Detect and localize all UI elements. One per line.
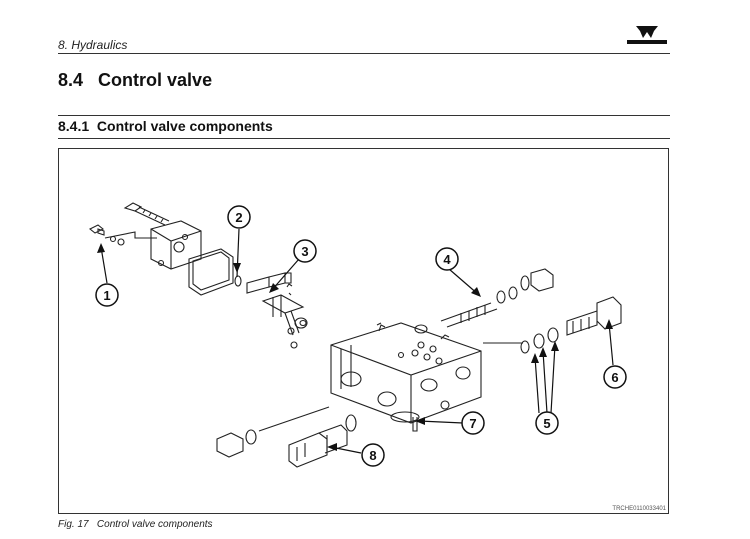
- subsection-title: Control valve components: [96, 118, 273, 134]
- callout-2: [227, 205, 251, 229]
- subsection-number: 8.4.1: [58, 118, 90, 134]
- section-heading: 8.4 Control valve: [58, 70, 212, 91]
- header-rule: [58, 53, 670, 54]
- washer: [117, 238, 125, 246]
- o-ring: [234, 275, 242, 287]
- section-header: 8. Hydraulics: [58, 38, 128, 52]
- left-plug: [216, 432, 244, 458]
- subheading-rule: [58, 138, 670, 139]
- relief-cartridge: [566, 296, 622, 336]
- section-number: 8.4: [58, 70, 84, 90]
- callout-8: [361, 443, 385, 467]
- callout-4-label: 4: [443, 252, 451, 267]
- callout-6-label: 6: [611, 370, 618, 385]
- section-title: Control valve: [98, 70, 213, 90]
- caption-label: Fig. 17: [58, 519, 89, 530]
- callout-6: [603, 365, 627, 389]
- caption-text: Control valve components: [96, 519, 213, 530]
- seal-ring: [547, 327, 559, 343]
- figure-code: TRCHE0110033401: [612, 506, 666, 512]
- figure-caption: Fig. 17 Control valve components: [58, 519, 213, 530]
- seal-ring: [533, 333, 545, 349]
- callout-1-label: 1: [103, 288, 110, 303]
- check-valve-cartridge: [288, 424, 348, 468]
- callout-4: [435, 247, 459, 271]
- subsection-heading: 8.4.1 Control valve components: [58, 118, 273, 134]
- callout-3: [293, 239, 317, 263]
- cover-gasket: [188, 248, 234, 296]
- exploded-view-figure: 1 2 3 4 5 6 7 8 TRCHE0110033401: [58, 148, 669, 514]
- heading-rule: [58, 115, 670, 116]
- callout-1: [95, 283, 119, 307]
- valve-body: [330, 322, 482, 424]
- callout-5-label: 5: [543, 416, 550, 431]
- plug-o-ring: [390, 411, 420, 423]
- right-spool: [440, 302, 498, 328]
- callout-5: [535, 411, 559, 435]
- callout-7-label: 7: [469, 416, 476, 431]
- callout-2-label: 2: [235, 210, 242, 225]
- small-screw: [88, 224, 105, 236]
- brand-logo: [627, 26, 667, 44]
- spool-assembly: [246, 272, 292, 294]
- exploded-view-drawing: 1 2 3 4 5 6 7 8: [88, 202, 627, 468]
- callout-3-label: 3: [301, 244, 308, 259]
- long-bolt: [123, 202, 170, 226]
- callout-7: [461, 411, 485, 435]
- seal-ring: [520, 340, 530, 354]
- callout-8-label: 8: [369, 448, 376, 463]
